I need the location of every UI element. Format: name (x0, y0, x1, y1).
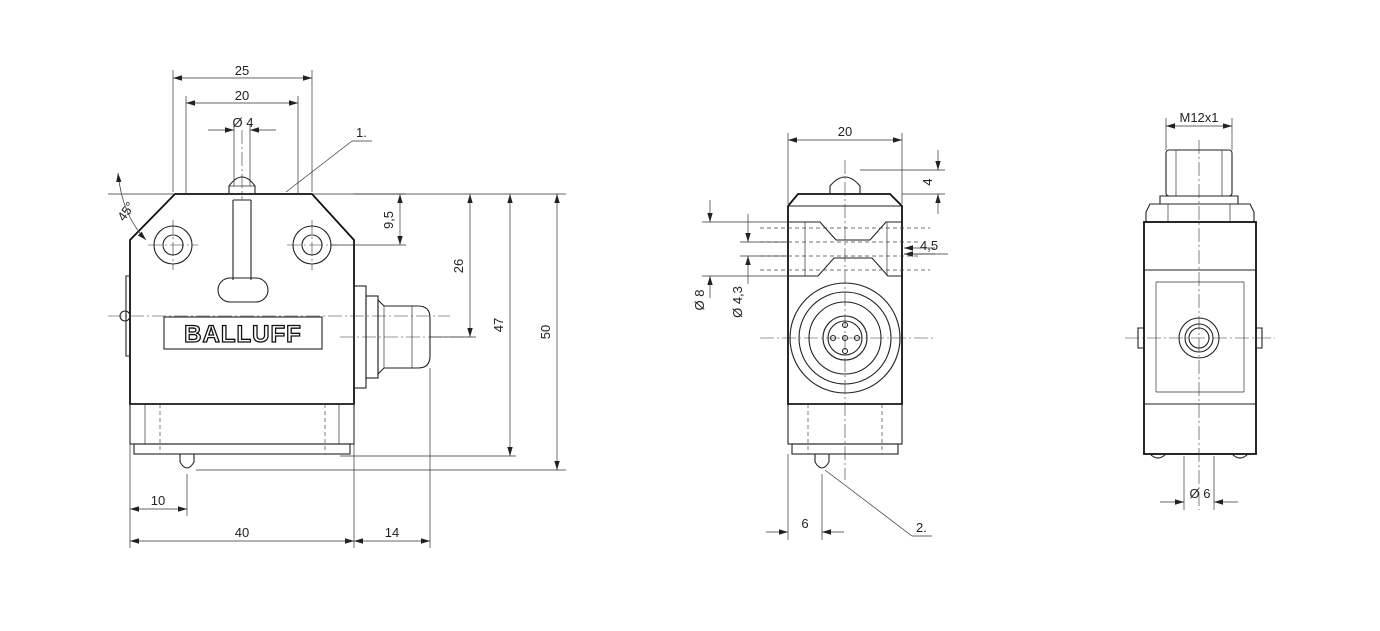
dim-40: 40 (235, 525, 249, 540)
dim-50: 50 (538, 325, 553, 339)
dim-20: 20 (235, 88, 249, 103)
brand-logo: BALLUFF (184, 321, 302, 348)
side-dim-dia-8: Ø 8 (692, 290, 707, 311)
brand-logo-frame (163, 316, 323, 350)
callout-1: 1. (356, 125, 367, 140)
dim-25: 25 (235, 63, 249, 78)
dim-10: 10 (151, 493, 165, 508)
dim-angle-45: 45° (114, 199, 138, 224)
dim-14: 14 (385, 525, 399, 540)
rear-dim-m12x1: M12x1 (1179, 110, 1218, 125)
side-dim-6: 6 (801, 516, 808, 531)
rear-dim-dia-6: Ø 6 (1190, 486, 1211, 501)
side-view: 20 4 4,5 Ø 8 Ø 4,3 6 2. (692, 124, 948, 540)
front-view: BALLUFF 25 20 (108, 63, 566, 548)
side-dim-4: 4 (920, 178, 935, 185)
dim-47: 47 (491, 318, 506, 332)
side-dim-4-5: 4,5 (920, 238, 938, 253)
dim-26: 26 (451, 259, 466, 273)
side-dim-dia-4-3: Ø 4,3 (730, 286, 745, 318)
callout-2: 2. (916, 520, 927, 535)
side-dim-20: 20 (838, 124, 852, 139)
rear-view: M12x1 Ø 6 (1125, 110, 1275, 510)
dim-9-5: 9,5 (381, 211, 396, 229)
dim-dia-4: Ø 4 (233, 115, 254, 130)
